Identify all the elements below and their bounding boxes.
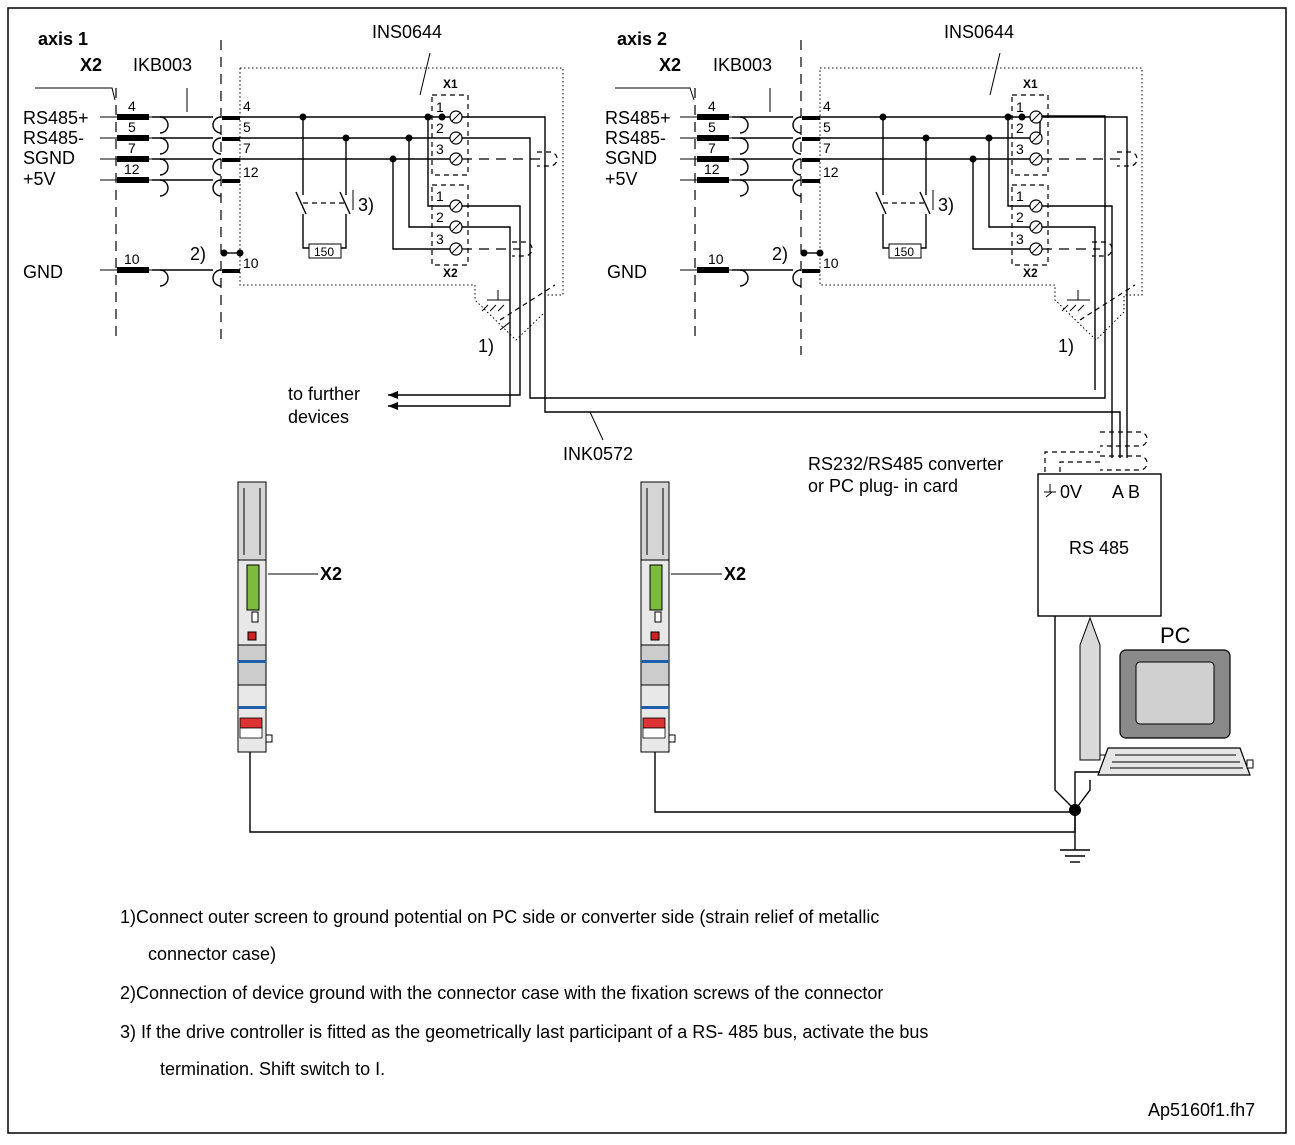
axis-2-module-label: INS0644	[944, 22, 1014, 42]
termination-resistor-label: 150	[314, 245, 334, 259]
terminal-x1-label: X1	[443, 77, 458, 91]
svg-text:3: 3	[436, 231, 444, 247]
bus-cable-label: INK0572	[563, 444, 633, 464]
axis-1-cable-label: IKB003	[133, 55, 192, 75]
svg-text:1: 1	[436, 99, 444, 115]
svg-text:12: 12	[704, 161, 720, 177]
outer-border	[7, 7, 1287, 1134]
pin-number: 5	[243, 119, 251, 135]
signal-rs485-plus-label: RS485+	[605, 108, 671, 128]
svg-text:10: 10	[823, 255, 839, 271]
axis-1-title: axis 1	[38, 29, 88, 49]
axis-1-x2-leader	[35, 87, 116, 101]
signal-5v-label: +5V	[605, 169, 638, 189]
svg-text:1): 1)	[1058, 336, 1074, 356]
svg-text:3: 3	[1016, 141, 1024, 157]
svg-text:2): 2)	[772, 244, 788, 264]
further-devices-label-line1: to further	[288, 384, 360, 404]
svg-text:4: 4	[823, 98, 831, 114]
svg-text:2: 2	[436, 209, 444, 225]
svg-text:3: 3	[436, 141, 444, 157]
svg-text:5: 5	[708, 119, 716, 135]
converter-name: RS 485	[1069, 538, 1129, 558]
pc-screen	[1135, 661, 1215, 725]
pin-number: 4	[128, 98, 136, 114]
svg-text:10: 10	[708, 251, 724, 267]
signal-gnd-label: GND	[23, 262, 63, 282]
figure-id: Ap5160f1.fh7	[1148, 1100, 1255, 1120]
terminal-x2-label: X2	[443, 266, 458, 280]
converter-caption-line1: RS232/RS485 converter	[808, 454, 1003, 474]
footnote-marker-1: 1)	[478, 336, 494, 356]
axis-1-connector-label: X2	[80, 55, 102, 75]
signal-rs485-minus-label: RS485-	[23, 128, 84, 148]
signal-sgnd-label: SGND	[23, 148, 75, 168]
svg-text:4: 4	[708, 98, 716, 114]
footnote-2: 2)Connection of device ground with the c…	[120, 983, 883, 1003]
serial-cable	[1079, 616, 1101, 761]
pc-label: PC	[1160, 623, 1191, 648]
drive-1	[237, 481, 1076, 833]
footnote-1-line2: connector case)	[148, 944, 276, 964]
footnotes: 1)Connect outer screen to ground potenti…	[120, 907, 928, 1079]
axis-2-title: axis 2	[617, 29, 667, 49]
axis-1-group: axis 1 X2 IKB003 INS0644 RS485+ RS485- S…	[23, 22, 1121, 458]
svg-text:1: 1	[1016, 188, 1024, 204]
svg-text:X1: X1	[1023, 77, 1038, 91]
drive-1-x2-label: X2	[320, 564, 342, 584]
converter-caption-line2: or PC plug- in card	[808, 476, 958, 496]
terminal-x1	[431, 94, 469, 176]
svg-text:3: 3	[1016, 231, 1024, 247]
pin-number: 5	[128, 119, 136, 135]
converter-ab-label: A B	[1112, 482, 1140, 502]
footnote-marker-2: 2)	[190, 244, 206, 264]
footnote-3-line2: termination. Shift switch to I.	[160, 1059, 385, 1079]
svg-text:12: 12	[823, 164, 839, 180]
terminal-x2	[431, 184, 469, 266]
signal-sgnd-label: SGND	[605, 148, 657, 168]
pin-number: 10	[243, 255, 259, 271]
svg-text:1: 1	[436, 188, 444, 204]
pin-number: 7	[128, 140, 136, 156]
signal-rs485-minus-label: RS485-	[605, 128, 666, 148]
drive-2-x2-label: X2	[724, 564, 746, 584]
svg-text:1: 1	[1016, 99, 1024, 115]
pc-group: PC	[1097, 623, 1254, 776]
axis-2-cable-label: IKB003	[713, 55, 772, 75]
converter-group: RS232/RS485 converter or PC plug- in car…	[808, 431, 1162, 811]
rs485-converter-box	[1037, 473, 1162, 617]
axis-2-connector-label: X2	[659, 55, 681, 75]
drive-2	[640, 481, 1070, 813]
pin-bar	[117, 114, 149, 120]
signal-5v-label: +5V	[23, 169, 56, 189]
svg-text:7: 7	[708, 140, 716, 156]
footnote-1-line1: 1)Connect outer screen to ground potenti…	[120, 907, 879, 927]
svg-text:5: 5	[823, 119, 831, 135]
svg-text:2: 2	[1016, 120, 1024, 136]
further-devices-label-line2: devices	[288, 407, 349, 427]
svg-text:2: 2	[436, 120, 444, 136]
pin-number: 4	[243, 98, 251, 114]
svg-text:7: 7	[823, 140, 831, 156]
pin-number: 12	[124, 161, 140, 177]
footnote-marker-3: 3)	[358, 195, 374, 215]
svg-text:2: 2	[1016, 209, 1024, 225]
converter-0v-label: 0V	[1060, 482, 1082, 502]
footnote-3-line1: 3) If the drive controller is fitted as …	[120, 1022, 928, 1042]
signal-gnd-label: GND	[607, 262, 647, 282]
svg-text:X2: X2	[1023, 266, 1038, 280]
axis-1-module-leader	[419, 52, 431, 96]
axis-1-module-box	[239, 67, 564, 341]
pin-number: 10	[124, 251, 140, 267]
pin-number: 12	[243, 164, 259, 180]
signal-rs485-plus-label: RS485+	[23, 108, 89, 128]
svg-text:3): 3)	[938, 195, 954, 215]
axis-1-module-label: INS0644	[372, 22, 442, 42]
pin-number: 7	[243, 140, 251, 156]
axis-2-group: axis 2 X2 IKB003 INS0644 RS485+ RS485- S…	[605, 22, 1143, 458]
axis-2-module-box	[819, 67, 1143, 341]
svg-text:150: 150	[894, 245, 914, 259]
